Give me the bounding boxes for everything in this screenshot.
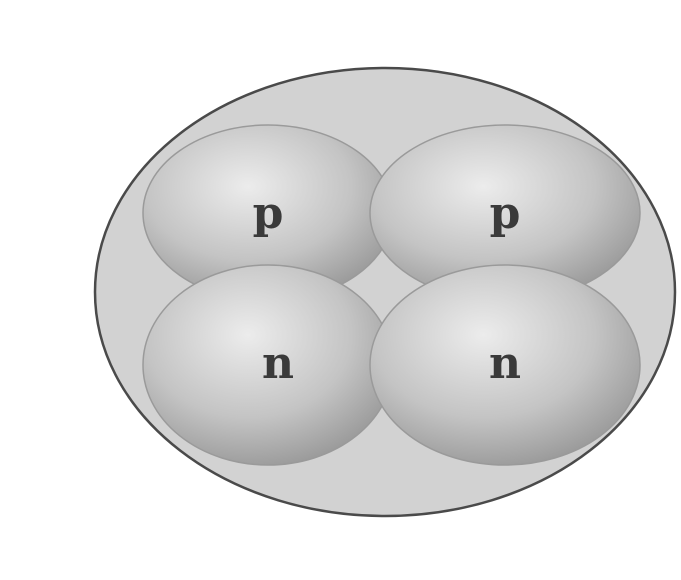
proton-label: p bbox=[490, 188, 521, 239]
proton-2: p bbox=[369, 124, 641, 302]
neutron-label: n bbox=[262, 338, 294, 389]
neutron-1: n bbox=[142, 264, 394, 466]
neutron-sphere bbox=[369, 264, 641, 466]
neutron-2: n bbox=[369, 264, 641, 466]
neutron-label: n bbox=[489, 338, 521, 389]
proton-label: p bbox=[253, 188, 284, 239]
